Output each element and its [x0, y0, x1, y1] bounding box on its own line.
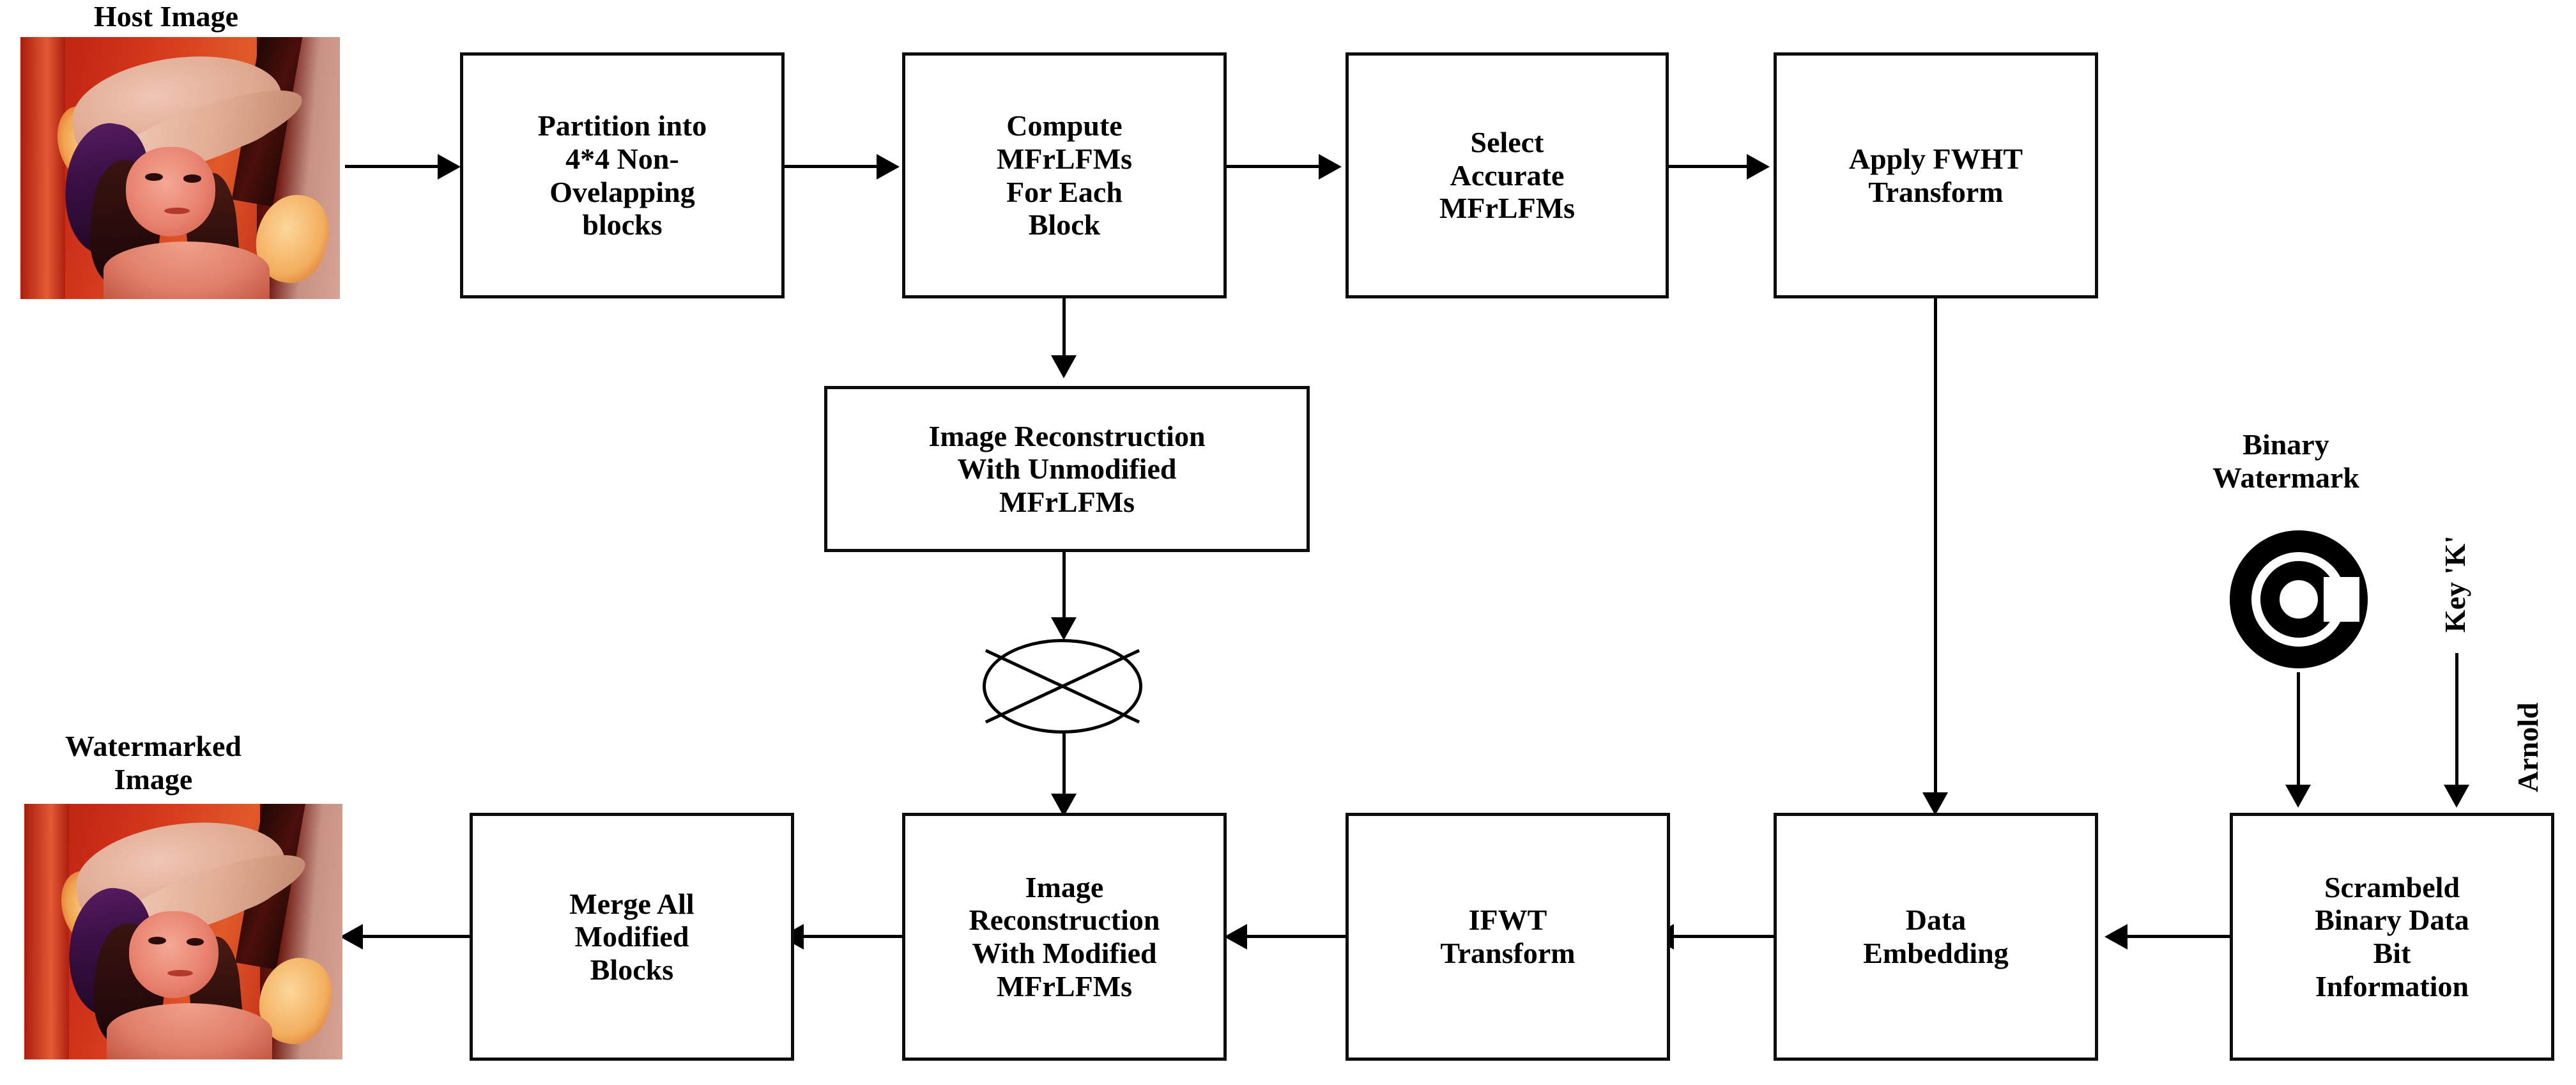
connector-opnode-to-recon-modified	[1062, 734, 1066, 797]
process-box-partition-label: Partition into 4*4 Non- Ovelapping block…	[537, 109, 707, 242]
connector-partition-to-compute	[785, 165, 879, 168]
watermarked-image-label: Watermarked Image	[65, 730, 241, 796]
process-box-apply-fwht-label: Apply FWHT Transform	[1848, 142, 2023, 208]
arrowhead-watermark-to-scrambled	[2285, 785, 2311, 808]
process-box-partition[interactable]: Partition into 4*4 Non- Ovelapping block…	[460, 52, 785, 298]
arnold-label: Arnold	[2511, 702, 2544, 792]
connector-select-to-fwht	[1669, 165, 1749, 168]
process-box-data-embedding-label: Data Embedding	[1863, 904, 2009, 969]
arrowhead-ifwt-to-recon-modified	[1224, 924, 1247, 950]
connector-compute-to-recon-unmodified	[1062, 298, 1066, 359]
arrowhead-scrambled-to-embedding	[2104, 924, 2128, 950]
process-box-compute-mfrlfms[interactable]: Compute MFrLFMs For Each Block	[902, 52, 1227, 298]
connector-recon-modified-to-merge	[804, 935, 903, 938]
arrowhead-partition-to-compute	[877, 154, 900, 180]
connector-recon-unmodified-to-opnode	[1062, 552, 1066, 621]
connector-fwht-to-data-embedding	[1934, 298, 1937, 803]
process-box-merge-blocks-label: Merge All Modified Blocks	[569, 887, 694, 986]
arrowhead-compute-to-recon-unmodified	[1051, 355, 1077, 378]
watermarked-image-thumbnail	[24, 804, 342, 1059]
connector-compute-to-select	[1227, 165, 1321, 168]
process-box-scrambled-binary-data[interactable]: Scrambeld Binary Data Bit Information	[2230, 813, 2554, 1061]
process-box-apply-fwht[interactable]: Apply FWHT Transform	[1774, 52, 2098, 298]
connector-host-to-partition	[345, 165, 441, 168]
binary-watermark-label: Binary Watermark	[2212, 428, 2359, 494]
arrowhead-select-to-fwht	[1747, 154, 1770, 180]
connector-embedding-to-ifwt	[1674, 935, 1775, 938]
process-box-recon-unmodified[interactable]: Image Reconstruction With Unmodified MFr…	[824, 386, 1310, 552]
key-k-label: Key 'K'	[2439, 535, 2471, 633]
process-box-recon-modified-label: Image Reconstruction With Modified MFrLF…	[969, 870, 1160, 1003]
connector-ifwt-to-recon-modified	[1247, 935, 1347, 938]
process-box-scrambled-binary-data-label: Scrambeld Binary Data Bit Information	[2315, 870, 2469, 1003]
process-box-merge-blocks[interactable]: Merge All Modified Blocks	[470, 813, 794, 1061]
process-box-recon-modified[interactable]: Image Reconstruction With Modified MFrLF…	[902, 813, 1227, 1061]
arrowhead-host-to-partition	[438, 154, 461, 180]
connector-scrambled-to-embedding	[2128, 935, 2231, 938]
process-box-select-mfrlfms-label: Select Accurate MFrLFMs	[1439, 126, 1575, 225]
arrowhead-merge-to-watermarked-image	[340, 924, 363, 950]
arrowhead-recon-unmodified-to-opnode	[1051, 617, 1077, 640]
process-box-data-embedding[interactable]: Data Embedding	[1774, 813, 2098, 1061]
process-box-select-mfrlfms[interactable]: Select Accurate MFrLFMs	[1346, 52, 1669, 298]
process-box-ifwt-transform-label: IFWT Transform	[1440, 904, 1575, 969]
host-image-label: Host Image	[93, 0, 239, 33]
connector-merge-to-watermarked-image	[363, 935, 471, 938]
process-box-compute-mfrlfms-label: Compute MFrLFMs For Each Block	[996, 109, 1133, 242]
arrowhead-compute-to-select	[1319, 154, 1342, 180]
connector-key-to-scrambled	[2455, 653, 2458, 794]
arrowhead-fwht-to-data-embedding	[1922, 792, 1948, 815]
process-box-ifwt-transform[interactable]: IFWT Transform	[1346, 813, 1670, 1061]
host-image-thumbnail	[20, 37, 340, 299]
arrowhead-key-to-scrambled	[2444, 785, 2469, 808]
copyright-symbol-icon	[2230, 530, 2368, 668]
multiply-operator-icon	[983, 639, 1142, 734]
connector-watermark-to-scrambled	[2297, 672, 2300, 794]
process-box-recon-unmodified-label: Image Reconstruction With Unmodified MFr…	[928, 419, 1206, 518]
